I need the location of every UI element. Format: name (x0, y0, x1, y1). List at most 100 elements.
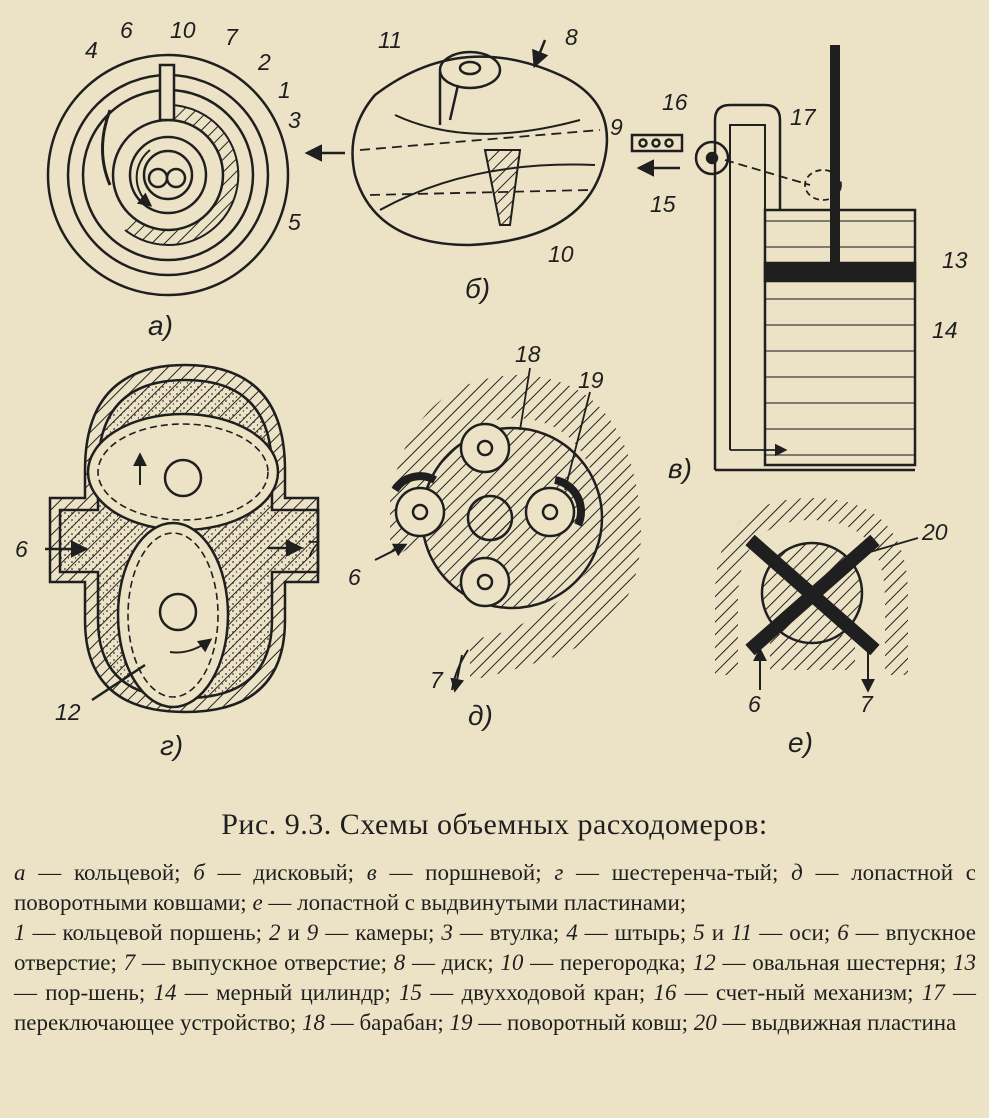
legend-text: — выпускное отверстие; (135, 950, 394, 975)
subfigure-label-v: в) (668, 453, 692, 484)
legend-text: — впускное отверстие; (14, 920, 976, 975)
subfigure-label-a: а) (148, 310, 173, 341)
legend-text: — оси; (752, 920, 838, 945)
callout-15: 15 (650, 191, 676, 217)
callout-3: 3 (288, 107, 301, 133)
legend-key: в (366, 860, 377, 885)
callout-10: 10 (170, 17, 196, 43)
callout-7: 7 (225, 24, 239, 50)
figure-caption-title: Рис. 9.3. Схемы объемных расходомеров: (221, 808, 768, 841)
legend-text: — кольцевой; (25, 860, 194, 885)
legend-text: и (704, 920, 731, 945)
subfigure-label-b: б) (465, 273, 490, 304)
legend-key: 11 (730, 920, 753, 945)
callout-18: 18 (515, 341, 541, 367)
callout-7e: 7 (860, 691, 874, 717)
legend-text: — овальная шестерня; (715, 950, 953, 975)
diagram-v-piston-meter (630, 45, 917, 472)
legend-key: а (14, 860, 26, 885)
legend-key: 19 (449, 1010, 473, 1035)
callout-4: 4 (85, 37, 98, 63)
legend-text: — штырь; (577, 920, 694, 945)
figure-svg: 4 6 10 7 2 1 3 5 а) 11 8 9 10 б) (15, 17, 968, 761)
legend-key: 10 (500, 950, 524, 975)
callout-5: 5 (288, 209, 301, 235)
legend-key: 15 (399, 980, 423, 1005)
legend-text: — диск; (405, 950, 501, 975)
legend-key: 2 (269, 920, 281, 945)
legend-text: — барабан; (324, 1010, 450, 1035)
legend-key: 12 (692, 950, 716, 975)
callout-6e: 6 (748, 691, 761, 717)
legend-key: е (252, 890, 263, 915)
diagram-v-labels: 16 17 15 13 14 в) (650, 89, 968, 484)
legend-key: 7 (123, 950, 136, 975)
callout-7g: 7 (306, 536, 320, 562)
diagram-a-labels: 4 6 10 7 2 1 3 5 а) (85, 17, 301, 341)
legend-key: 20 (693, 1010, 717, 1035)
legend-text: — перегородка; (523, 950, 693, 975)
subfigure-label-e: е) (788, 727, 813, 758)
subfigure-label-d: д) (468, 700, 493, 731)
legend-text: — кольцевой поршень; (25, 920, 270, 945)
legend-text: — дисковый; (204, 860, 367, 885)
legend-text: — поворотный ковш; (472, 1010, 694, 1035)
diagram-g-labels: 6 7 12 г) (15, 536, 320, 761)
callout-2: 2 (257, 49, 271, 75)
legend-text: — пор-шень; (14, 980, 154, 1005)
legend-text: — мерный цилиндр; (176, 980, 400, 1005)
legend-text: — счет-ный механизм; (676, 980, 922, 1005)
legend-key: 3 (441, 920, 453, 945)
legend-key: 5 (693, 920, 705, 945)
legend-key: г (554, 860, 564, 885)
callout-20: 20 (921, 519, 948, 545)
legend-text: и (280, 920, 307, 945)
callout-16: 16 (662, 89, 688, 115)
legend-key: 13 (952, 950, 976, 975)
callout-7d: 7 (430, 667, 444, 693)
callout-9: 9 (610, 114, 623, 140)
legend-key: 6 (837, 920, 849, 945)
legend-key: 14 (153, 980, 177, 1005)
callout-6: 6 (120, 17, 133, 43)
callout-8: 8 (565, 24, 578, 50)
legend-key: 4 (566, 920, 578, 945)
callout-19: 19 (578, 367, 604, 393)
callout-11: 11 (378, 27, 402, 53)
legend-key: 18 (301, 1010, 325, 1035)
diagram-e-labels: 20 6 7 е) (748, 519, 948, 758)
legend-key: д (791, 860, 803, 885)
callout-1: 1 (278, 77, 291, 103)
legend-text: — лопастной с выдвинутыми пластинами; (262, 890, 687, 915)
diagram-b-labels: 11 8 9 10 б) (378, 24, 623, 304)
legend-text: — втулка; (452, 920, 567, 945)
legend-key: 9 (306, 920, 319, 945)
callout-10b: 10 (548, 241, 574, 267)
diagram-a-ring-meter (46, 53, 345, 297)
legend-text: — переключающее устройство; (14, 980, 977, 1035)
legend-text: — поршневой; (376, 860, 555, 885)
diagram-e-slide-vane-meter (715, 498, 919, 693)
figure-legend: а — кольцевой; б — дисковый; в — поршнев… (14, 858, 976, 1038)
legend-text: — лопастной с поворотными ковшами; (14, 860, 976, 915)
callout-6d: 6 (348, 564, 361, 590)
diagram-g-gear-meter (45, 363, 320, 714)
legend-text: — двухходовой кран; (422, 980, 654, 1005)
legend-key: 17 (921, 980, 945, 1005)
callout-6g: 6 (15, 536, 28, 562)
diagram-d-labels: 18 19 6 7 д) (348, 341, 604, 731)
legend-key: б (193, 860, 205, 885)
legend-key: 8 (393, 950, 406, 975)
legend-types: а — кольцевой; б — дисковый; в — поршнев… (14, 858, 976, 918)
callout-12: 12 (55, 699, 81, 725)
legend-text: — камеры; (318, 920, 442, 945)
legend-text: — шестеренча-тый; (563, 860, 792, 885)
legend-key: 16 (653, 980, 677, 1005)
callout-14: 14 (932, 317, 958, 343)
legend-key: 1 (14, 920, 26, 945)
subfigure-label-g: г) (160, 730, 183, 761)
schematic-figure: 4 6 10 7 2 1 3 5 а) 11 8 9 10 б) (15, 17, 968, 761)
legend-text: — выдвижная пластина (716, 1010, 957, 1035)
diagram-b-disc-meter (351, 39, 609, 247)
legend-parts: 1 — кольцевой поршень; 2 и 9 — камеры; 3… (14, 918, 976, 1038)
